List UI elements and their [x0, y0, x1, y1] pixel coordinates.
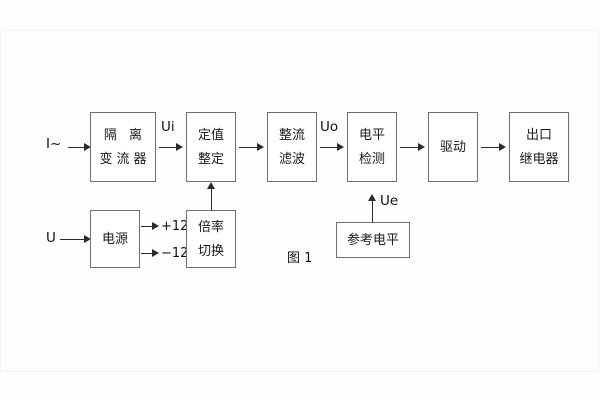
block-rectify-filter-line-2: 滤波: [278, 151, 305, 167]
block-reference-level-line-1: 参考电平: [346, 232, 399, 248]
block-setting-line-2: 整定: [197, 151, 224, 167]
block-isolation-ct-line-2: 变流器: [99, 151, 151, 167]
block-isolation-ct[interactable]: 隔 离 变流器: [90, 112, 156, 182]
arrowhead-rail-positive: [152, 222, 159, 230]
block-output-relay[interactable]: 出口 继电器: [509, 112, 569, 182]
block-level-detect-line-2: 检测: [358, 151, 385, 167]
signal-ui-label: Ui: [161, 119, 175, 135]
block-multiplier-switch[interactable]: 倍率 切换: [186, 210, 236, 268]
block-reference-level[interactable]: 参考电平: [336, 222, 410, 258]
connector-level-to-driver: [400, 147, 419, 148]
connector-reference-to-level: [372, 200, 373, 222]
diagram-frame: [0, 30, 599, 372]
connector-driver-to-relay: [481, 147, 500, 148]
block-rectify-filter-line-1: 整流: [278, 127, 305, 143]
block-setting[interactable]: 定值 整定: [186, 112, 236, 182]
block-power-supply[interactable]: 电源: [90, 210, 140, 268]
block-isolation-ct-line-1: 隔 离: [103, 127, 147, 143]
arrowhead-rail-negative: [152, 249, 159, 257]
block-multiplier-switch-line-2: 切换: [197, 243, 224, 259]
block-level-detect[interactable]: 电平 检测: [347, 112, 397, 182]
arrowhead-isolation-to-setting: [176, 143, 183, 151]
block-output-relay-line-1: 出口: [525, 127, 552, 143]
block-setting-line-1: 定值: [197, 127, 224, 143]
connector-rectify-to-level: [320, 147, 338, 148]
diagram-caption: 图 1: [287, 251, 313, 266]
connector-input-voltage: [60, 239, 86, 240]
connector-setting-to-rectify: [239, 147, 258, 148]
arrowhead-input-voltage: [84, 235, 91, 243]
connector-rail-negative: [141, 253, 155, 254]
signal-uo-label: Uo: [320, 119, 339, 135]
block-driver-line-1: 驱动: [439, 139, 466, 155]
arrowhead-multiplier-to-setting: [207, 182, 215, 189]
input-current-label: I~: [46, 136, 62, 152]
arrowhead-level-to-driver: [418, 143, 425, 151]
arrowhead-reference-to-level: [368, 194, 376, 201]
connector-isolation-to-setting: [159, 147, 177, 148]
block-driver[interactable]: 驱动: [428, 112, 478, 182]
connector-rail-positive: [141, 226, 155, 227]
block-power-supply-line-1: 电源: [101, 231, 128, 247]
block-level-detect-line-1: 电平: [358, 127, 385, 143]
block-rectify-filter[interactable]: 整流 滤波: [267, 112, 317, 182]
connector-multiplier-to-setting: [211, 188, 212, 210]
block-multiplier-switch-line-1: 倍率: [197, 219, 224, 235]
connector-input-current: [68, 147, 86, 148]
input-voltage-label: U: [46, 230, 56, 246]
arrowhead-rectify-to-level: [337, 143, 344, 151]
arrowhead-setting-to-rectify: [257, 143, 264, 151]
block-output-relay-line-2: 继电器: [519, 151, 559, 167]
arrowhead-input-current: [84, 143, 91, 151]
arrowhead-driver-to-relay: [499, 143, 506, 151]
signal-ue-label: Ue: [380, 193, 399, 209]
